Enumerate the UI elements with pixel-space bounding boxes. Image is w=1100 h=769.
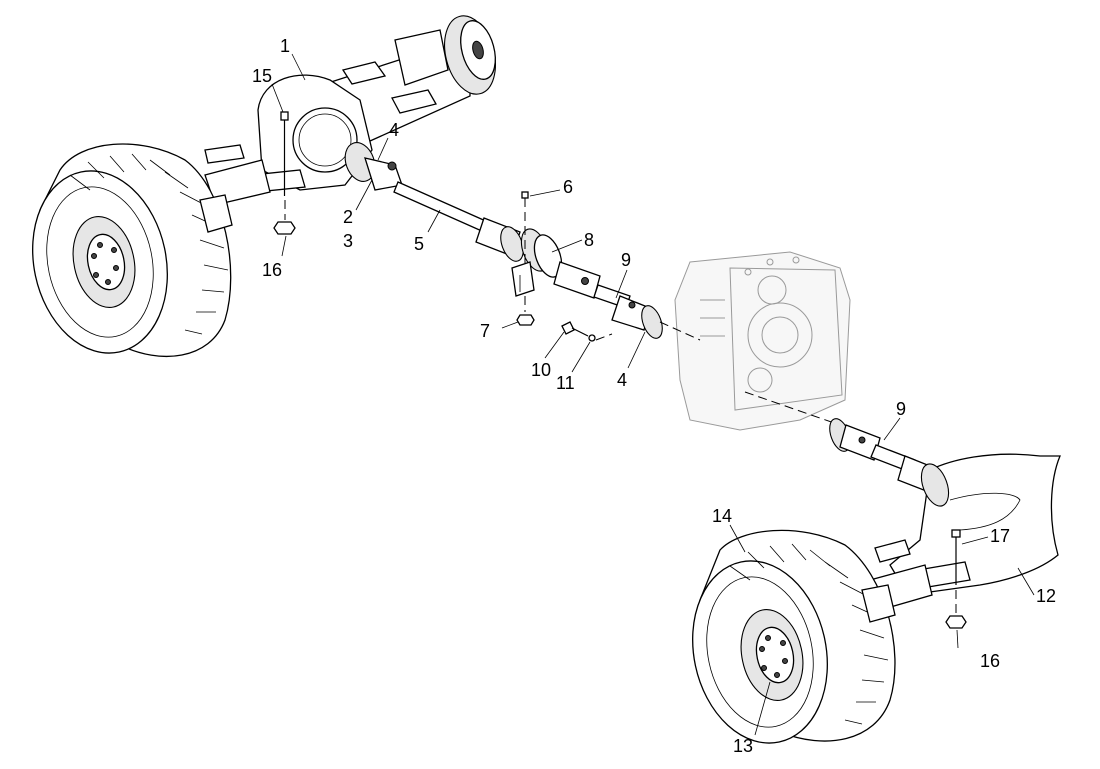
callout-3: 3 — [343, 231, 353, 251]
callout-1: 1 — [280, 36, 290, 56]
callout-11: 11 — [556, 373, 575, 393]
front-left-wheel — [692, 529, 896, 744]
transmission-gearbox — [674, 251, 851, 431]
callout-15: 15 — [252, 66, 272, 86]
center-support-bearing — [511, 228, 563, 297]
drive-shaft-intermediate — [553, 261, 663, 339]
callout-16-left: 16 — [262, 260, 282, 280]
callout-4-top: 4 — [389, 120, 399, 140]
callout-9-bottom: 9 — [896, 399, 906, 419]
callout-4-bottom: 4 — [617, 370, 627, 390]
fasteners — [273, 111, 841, 426]
front-axle-assembly — [869, 453, 1061, 629]
callout-7: 7 — [480, 321, 490, 341]
callout-17: 17 — [990, 526, 1010, 546]
callout-10: 10 — [531, 360, 551, 380]
callout-9-top: 9 — [621, 250, 631, 270]
callout-2: 2 — [343, 207, 353, 227]
leader-lines — [271, 53, 1035, 736]
rear-left-wheel — [32, 143, 233, 357]
callout-6: 6 — [563, 177, 573, 197]
callout-14: 14 — [712, 506, 732, 526]
callout-16-right: 16 — [980, 651, 1000, 671]
callout-labels: 1 15 4 2 3 6 5 8 16 9 7 10 11 4 9 14 17 … — [252, 36, 1056, 756]
rear-axle-assembly — [204, 15, 496, 206]
callout-5: 5 — [414, 234, 424, 254]
callout-13: 13 — [733, 736, 753, 756]
callout-12: 12 — [1036, 586, 1056, 606]
drive-shaft-front — [393, 181, 524, 262]
callout-8: 8 — [584, 230, 594, 250]
